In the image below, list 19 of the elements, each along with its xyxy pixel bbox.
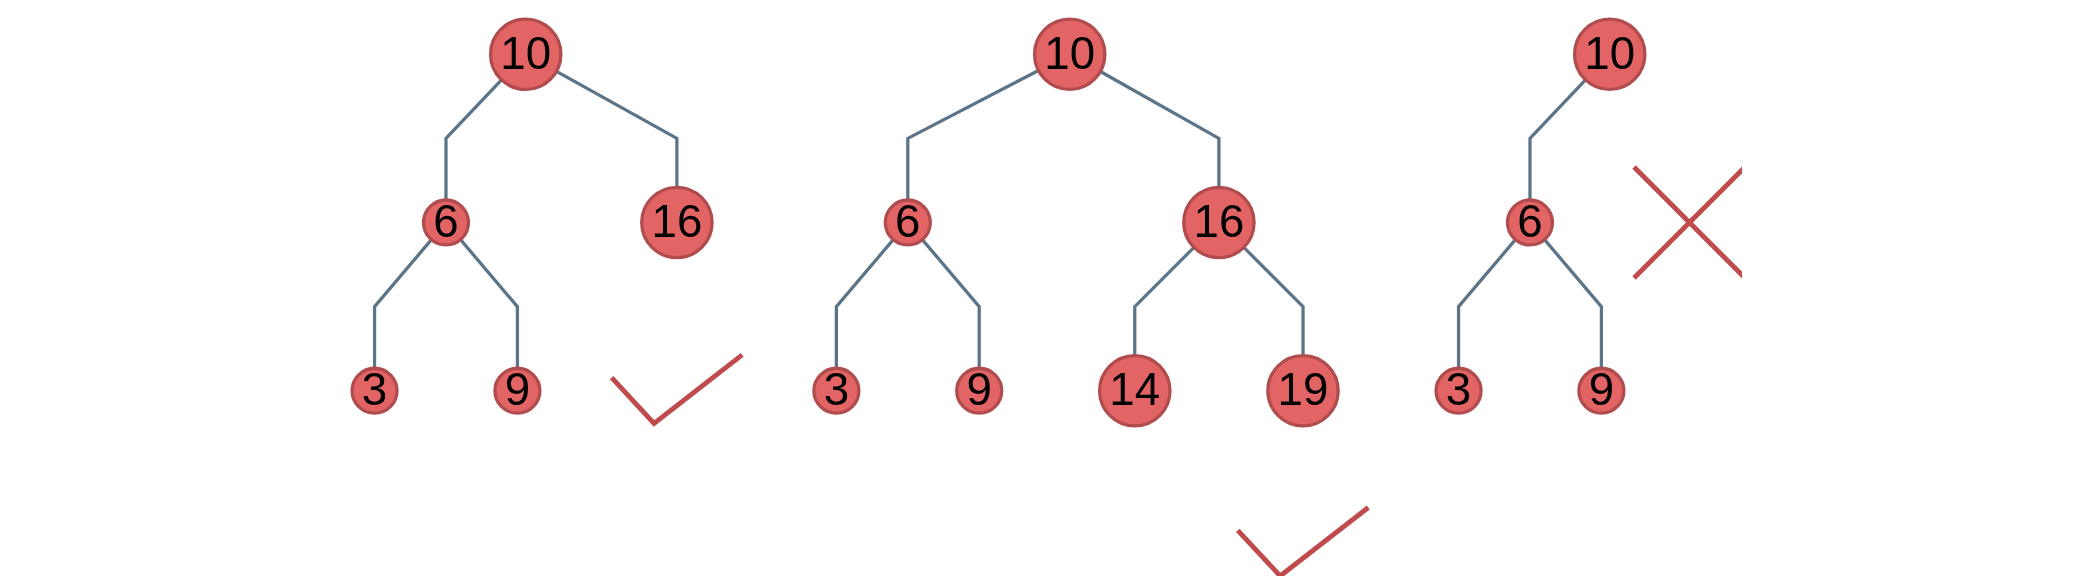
cross-mark-icon (1631, 164, 1742, 281)
check-mark-icon (610, 352, 744, 427)
tree-node: 10 (1573, 17, 1647, 92)
tree-node: 6 (1506, 196, 1555, 247)
tree-node: 16 (640, 185, 714, 260)
tree-node: 9 (493, 364, 542, 416)
tree-node: 14 (1098, 353, 1172, 428)
tree-node: 3 (350, 364, 399, 416)
tree-node: 3 (812, 364, 861, 416)
tree-node: 3 (1434, 364, 1483, 416)
tree-node: 10 (489, 17, 563, 92)
tree-node: 6 (422, 196, 471, 247)
tree-node: 6 (883, 196, 933, 247)
check-mark-icon (1236, 505, 1370, 576)
tree-node: 10 (1033, 17, 1107, 92)
tree-node: 9 (1577, 364, 1626, 416)
tree-node: 16 (1182, 185, 1256, 260)
tree-node: 9 (955, 364, 1004, 416)
tree-node: 19 (1266, 353, 1340, 428)
